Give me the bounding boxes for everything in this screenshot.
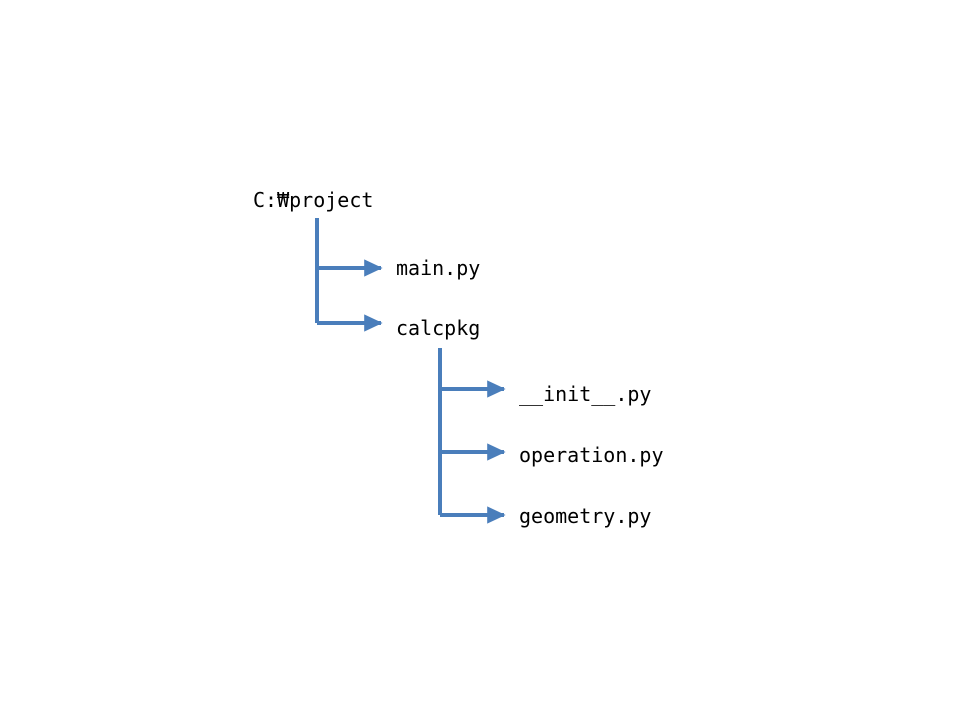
node-label-geometry-py: geometry.py: [519, 504, 652, 528]
node-label-calcpkg: calcpkg: [396, 316, 481, 340]
node-label-main-py: main.py: [396, 256, 481, 280]
node-label-init-py: __init__.py: [519, 382, 652, 406]
node-label-operation-py: operation.py: [519, 443, 664, 467]
node-label-root: C:₩project: [253, 188, 374, 212]
